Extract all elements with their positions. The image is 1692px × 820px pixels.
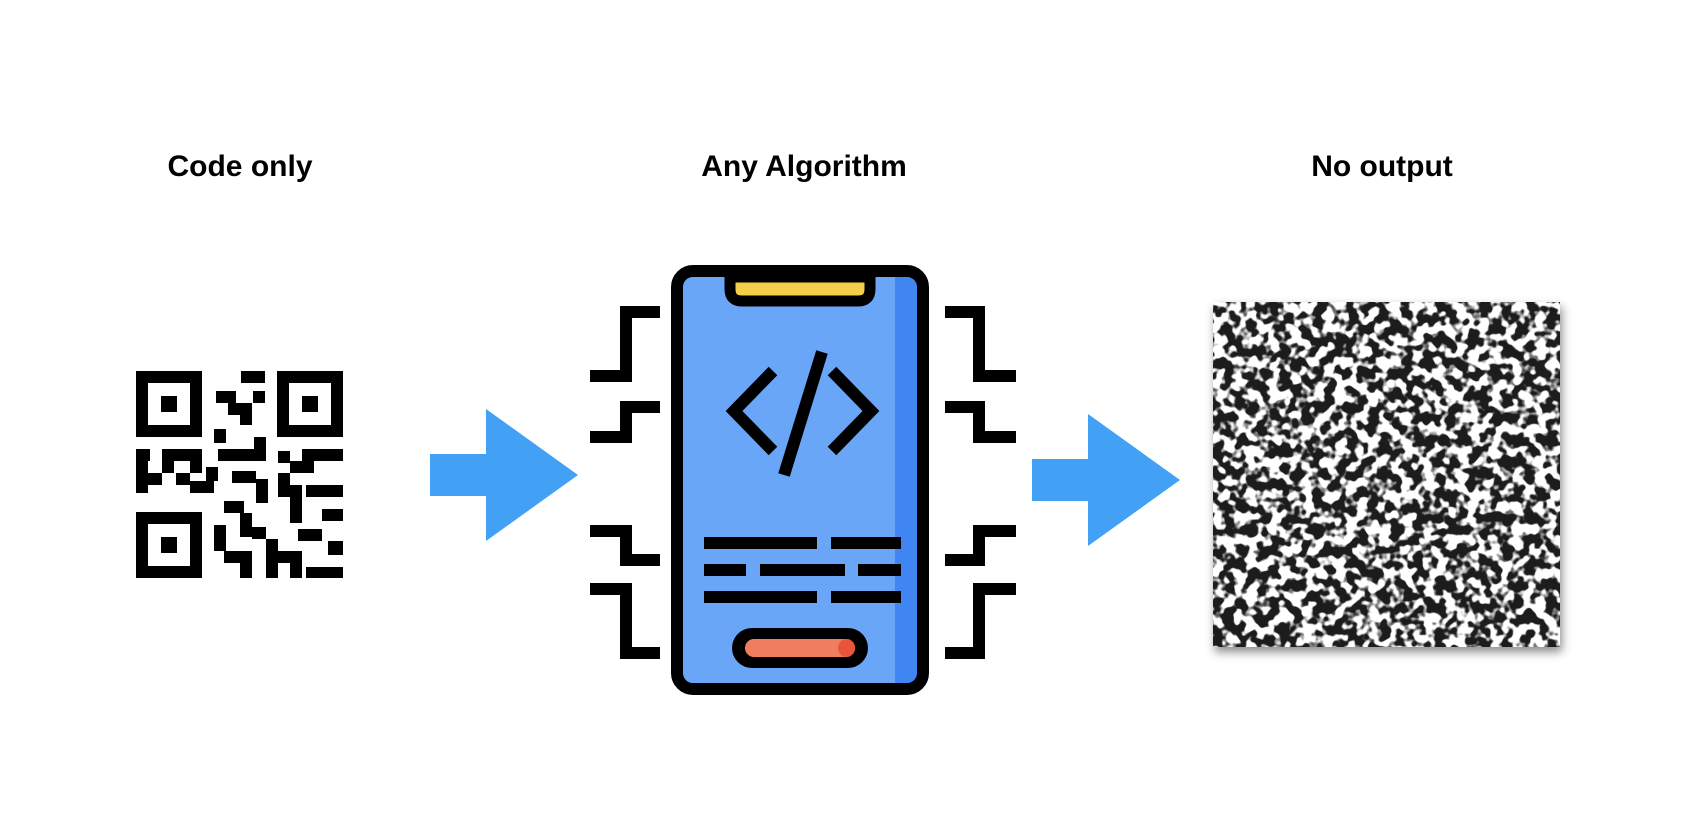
random-noise-image xyxy=(1213,302,1560,647)
qr-finder-top-right xyxy=(277,371,343,437)
qr-code-icon xyxy=(136,371,343,578)
qr-data-modules xyxy=(136,371,343,578)
noise-pattern xyxy=(1213,302,1560,647)
qr-finder-top-left-core xyxy=(161,396,177,412)
output-label: No output xyxy=(1311,150,1453,183)
arrow-shape xyxy=(1032,414,1180,546)
algorithm-label: Any Algorithm xyxy=(701,150,907,183)
noise-speckles xyxy=(1213,302,1560,647)
qr-finder-bottom-left-core xyxy=(161,537,177,553)
phone-notch xyxy=(724,271,876,307)
code-symbol xyxy=(725,350,880,477)
qr-finder-bottom-left xyxy=(136,512,202,578)
smartphone-code-icon xyxy=(590,265,1016,695)
phone-edge-shade xyxy=(895,277,917,683)
left-connector-lines xyxy=(590,306,660,659)
arrow-shape xyxy=(430,409,578,541)
input-label: Code only xyxy=(167,150,313,183)
phone-button xyxy=(745,639,855,657)
qr-finder-top-right-core xyxy=(302,396,318,412)
phone-button-tip xyxy=(838,639,855,657)
right-connector-lines xyxy=(945,306,1016,659)
text-lines xyxy=(704,537,901,603)
qr-finder-top-left xyxy=(136,371,202,437)
right-arrow-icon xyxy=(1032,414,1180,546)
right-arrow-icon xyxy=(430,409,578,541)
phone-body xyxy=(677,271,923,689)
phone-outline xyxy=(671,265,929,695)
